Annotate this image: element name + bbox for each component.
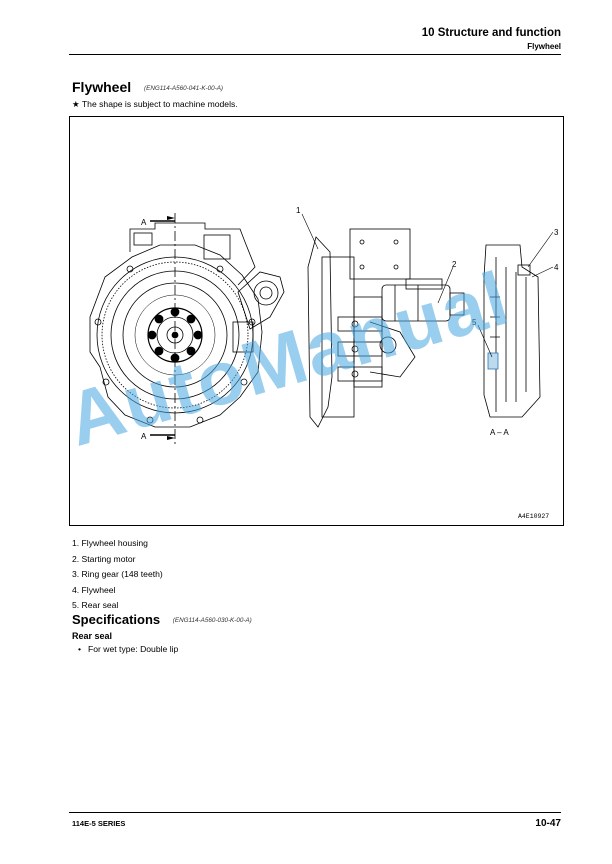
section-title: Flywheel <box>72 79 132 95</box>
rear-seal-heading: Rear seal <box>72 631 113 641</box>
parts-list-item: 5. Rear seal <box>72 600 119 610</box>
parts-list-item: 4. Flywheel <box>72 584 116 595</box>
parts-list: 1. Flywheel housing 2. Starting motor 3.… <box>72 536 163 614</box>
rear-seal-bullet: • For wet type: Double lip <box>78 644 178 654</box>
callout-4: 4 <box>554 263 559 272</box>
specifications-code: (ENG114-A560-030-K-00-A) <box>172 617 252 625</box>
section-aa-label: A – A <box>490 428 509 437</box>
side-view <box>307 228 465 428</box>
page-header-title: 10 Structure and function <box>421 27 561 39</box>
callout-1: 1 <box>296 206 301 215</box>
parts-list-item: 1. Flywheel housing <box>72 538 148 548</box>
bullet-text: For wet type: Double lip <box>88 644 179 654</box>
callout-5: 5 <box>472 318 477 327</box>
page-header-subtitle: Flywheel <box>527 42 561 51</box>
footer-series: 114E-5 SERIES <box>72 819 126 828</box>
footer-rule <box>69 812 561 813</box>
parts-list-item: 2. Starting motor <box>72 553 136 564</box>
section-note: ★ The shape is subject to machine models… <box>72 99 238 109</box>
callout-3: 3 <box>554 228 559 237</box>
front-view <box>89 213 285 447</box>
parts-list-item: 3. Ring gear (148 teeth) <box>72 569 163 579</box>
specifications-heading: Specifications (ENG114-A560-030-K-00-A) <box>72 612 252 627</box>
callout-leaders <box>301 213 554 358</box>
callout-2: 2 <box>452 260 457 269</box>
figure-id: A4E10927 <box>518 513 549 520</box>
bullet-dot: • <box>78 644 82 654</box>
header-rule <box>69 54 561 55</box>
specifications-title: Specifications <box>72 612 161 627</box>
section-mark-top: A <box>141 218 147 227</box>
flywheel-drawing: A A 1 2 3 4 5 A – A A4E10927 <box>89 206 559 520</box>
page-number: 10-47 <box>535 818 561 829</box>
section-heading: Flywheel (ENG114-A560-041-K-00-A) <box>72 79 223 95</box>
flywheel-figure: A A 1 2 3 4 5 A – A A4E10927 <box>69 116 564 526</box>
section-view-aa <box>483 244 541 418</box>
section-code: (ENG114-A560-041-K-00-A) <box>144 84 224 92</box>
section-mark-bottom: A <box>141 432 147 441</box>
